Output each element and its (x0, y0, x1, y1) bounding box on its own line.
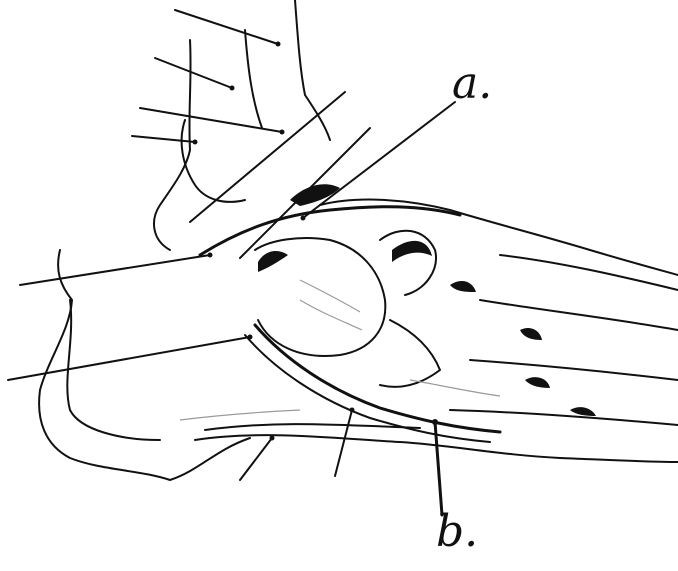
leader-line-10 (335, 410, 352, 476)
midfoot-shadow-2 (520, 328, 542, 340)
hatching-2 (300, 300, 362, 330)
leader-dot-a (301, 216, 306, 221)
leader-dot-b (432, 419, 438, 425)
midfoot-shadow-3 (525, 377, 550, 388)
leader-dot-10 (350, 408, 355, 413)
talonavicular-shadow (392, 241, 432, 262)
leader-line-1 (175, 10, 278, 44)
tendon-b (255, 325, 500, 432)
talus-shadow (258, 251, 288, 272)
leader-line-3 (140, 108, 282, 132)
navicular-contour (380, 231, 436, 295)
leader-dot-3 (280, 130, 285, 135)
leader-line-9 (240, 438, 272, 480)
medial-malleolus (182, 120, 245, 202)
toe-line-4 (450, 410, 678, 425)
leader-line-2 (155, 58, 232, 88)
plantar-line (205, 424, 420, 430)
tibia-inner-line (245, 30, 262, 128)
label-b: b. (436, 510, 478, 554)
leader-dot-4 (193, 140, 198, 145)
leader-dot-5 (208, 253, 213, 258)
leader-line-6 (8, 337, 250, 380)
tibia-outline (154, 40, 191, 250)
dorsum-outline (320, 200, 678, 275)
midfoot-shadow-1 (450, 281, 476, 292)
hatching-4 (180, 410, 300, 420)
cuboid-contour (380, 320, 440, 387)
toe-line-3 (470, 360, 678, 380)
toe-line-1 (500, 255, 678, 290)
hatching-1 (300, 280, 360, 312)
leader-line-4 (132, 136, 195, 142)
hatching-3 (410, 380, 500, 396)
leader-dot-2 (230, 86, 235, 91)
heel-inner-curve (67, 300, 160, 440)
forefoot-shadow-1 (570, 407, 596, 416)
leader-dot-9 (270, 436, 275, 441)
calcaneus-outline (39, 250, 250, 480)
leader-line-5 (20, 255, 210, 285)
leader-dot-6 (248, 335, 253, 340)
toe-line-2 (480, 300, 678, 330)
label-a: a. (452, 62, 492, 106)
leader-dot-1 (276, 42, 281, 47)
